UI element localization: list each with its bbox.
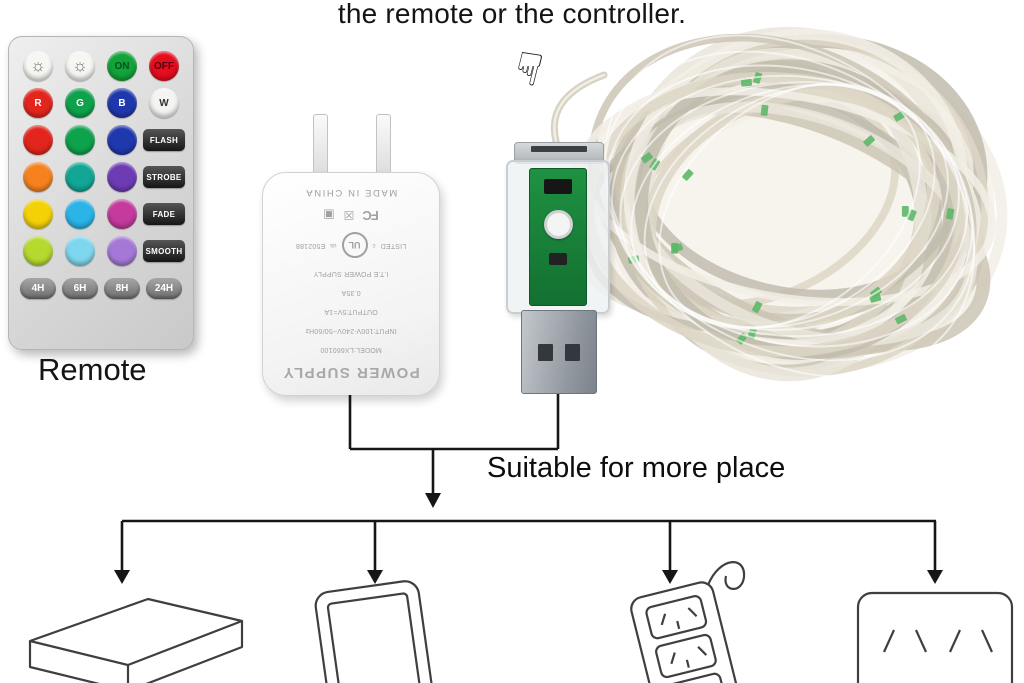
adapter-name: POWER SUPPLY	[282, 364, 420, 381]
made-in-text: MADE IN CHINA	[304, 187, 398, 199]
ul-code: E502188	[295, 242, 326, 250]
remote-color-button	[65, 199, 95, 229]
remote-button-blue: B	[107, 88, 137, 118]
ul-c: c	[372, 242, 376, 249]
trash-bin-icon: ☒	[343, 208, 355, 223]
controller-pins	[531, 146, 587, 152]
remote-mode-strobe: STROBE	[143, 166, 185, 188]
pcb-component	[549, 253, 567, 265]
ul-listed-text: LISTED	[380, 242, 407, 250]
remote-color-button	[23, 125, 53, 155]
subtitle: Suitable for more place	[487, 452, 786, 484]
remote-timer-6h: 6H	[62, 277, 98, 299]
remote-mode-fade: FADE	[143, 203, 185, 225]
wall-socket-icon	[856, 591, 1014, 683]
pointing-hand-icon: ☟	[509, 42, 548, 97]
power-strip-icon	[630, 561, 748, 683]
adapter-input: INPUT:100V-240V~50/60Hz	[305, 327, 397, 335]
string-lights-coil	[565, 26, 1008, 382]
remote-button-on: ON	[107, 51, 137, 81]
remote-brightness-bright-icon-button: ☼	[65, 51, 95, 81]
remote-button-red: R	[23, 88, 53, 118]
remote-mode-flash: FLASH	[143, 129, 185, 151]
ul-listing: LISTED c UL us E502188	[295, 232, 407, 259]
adapter-ite: I.T.E POWER SUPPLY	[313, 269, 389, 277]
usb-plug	[521, 310, 597, 394]
remote-color-button	[107, 199, 137, 229]
remote-color-button	[107, 162, 137, 192]
remote-color-button	[65, 236, 95, 266]
remote-color-button	[65, 125, 95, 155]
ul-us: us	[330, 242, 337, 249]
remote-color-button	[65, 162, 95, 192]
usb-slot	[565, 343, 580, 361]
adapter-output: OUTPUT:5V=1A	[324, 307, 378, 315]
adapter-print: POWER SUPPLY MODEL:LX660100 INPUT:100V-2…	[273, 187, 429, 381]
remote-button-off: OFF	[149, 51, 179, 81]
distribution-arrowheads	[114, 570, 943, 584]
adapter-amp: 0.35A	[341, 288, 361, 296]
certification-icons: FC ☒ ▣	[323, 208, 378, 223]
double-square-icon: ▣	[323, 208, 335, 223]
remote-button-white: W	[149, 88, 179, 118]
adapter-model: MODEL:LX660100	[320, 346, 382, 354]
distribution-lines	[120, 519, 937, 571]
ul-logo: UL	[341, 232, 368, 259]
down-arrowhead	[425, 493, 441, 508]
pcb-chip	[544, 179, 572, 194]
remote-mode-smooth: SMOOTH	[143, 240, 185, 262]
remote-label: Remote	[38, 352, 147, 387]
power-cord	[706, 561, 746, 590]
remote-color-button	[107, 236, 137, 266]
fcc-logo: FC	[363, 207, 379, 223]
remote-timer-8h: 8H	[104, 277, 140, 299]
controller-pcb	[529, 168, 587, 306]
controller-case	[506, 160, 610, 314]
remote-color-button	[23, 162, 53, 192]
remote-timer-4h: 4H	[20, 277, 56, 299]
remote-color-button	[107, 125, 137, 155]
remote-button-green: G	[65, 88, 95, 118]
plug-prong-left	[313, 114, 328, 178]
usb-slot	[538, 343, 553, 361]
tablet-icon	[314, 580, 440, 683]
remote-color-button	[23, 199, 53, 229]
power-adapter: POWER SUPPLY MODEL:LX660100 INPUT:100V-2…	[262, 172, 440, 396]
remote-brightness-dim-icon-button: ☼	[23, 51, 53, 81]
plug-prong-right	[376, 114, 391, 178]
remote-timer-24h: 24H	[146, 277, 182, 299]
controller-button	[543, 210, 573, 239]
remote-color-button	[23, 236, 53, 266]
furniture-icon	[28, 597, 244, 683]
page-title: the remote or the controller.	[337, 0, 687, 29]
